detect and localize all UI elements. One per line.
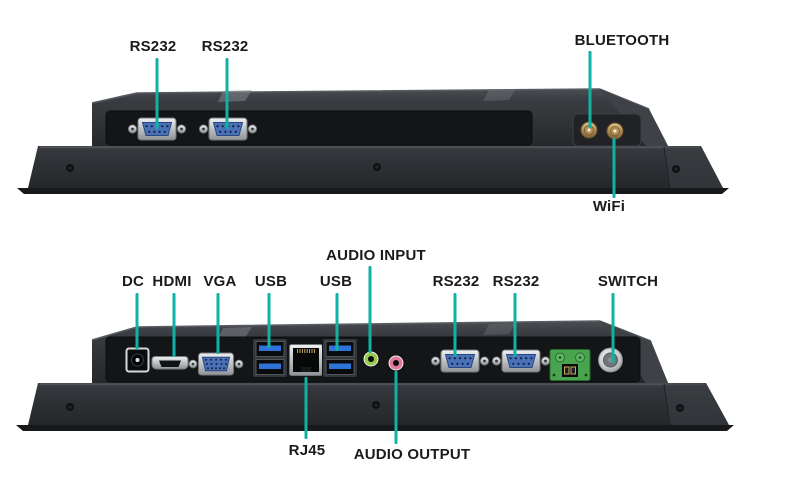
callout-line-switch (611, 293, 615, 363)
callout-line-vga (216, 293, 220, 354)
callout-label-rs232-4: RS232 (492, 273, 540, 290)
callout-line-bluetooth (588, 51, 592, 128)
top-device-edge-highlight (91, 88, 601, 104)
callout-label-usb-1: USB (254, 273, 288, 290)
callout-line-audio-output (394, 371, 398, 444)
top-edge-device (17, 88, 729, 194)
callout-label-dc: DC (121, 273, 145, 290)
callout-line-rs232-4 (513, 293, 517, 357)
screw-hole (371, 400, 381, 410)
callout-line-usb-2 (335, 293, 339, 351)
callout-label-usb-2: USB (319, 273, 353, 290)
callout-line-hdmi (172, 293, 176, 357)
hdmi-port (151, 356, 189, 370)
audio-output-jack (387, 354, 405, 372)
callout-label-audio-output: AUDIO OUTPUT (353, 446, 471, 463)
screw-hole (671, 164, 681, 174)
audio-input-jack (362, 350, 380, 368)
wifi-antenna-connector (606, 122, 624, 140)
bottom-edge-device (16, 320, 734, 431)
callout-label-rs232-3: RS232 (432, 273, 480, 290)
callout-label-audio-input: AUDIO INPUT (326, 247, 426, 264)
rj45-port (289, 344, 323, 376)
callout-label-rj45: RJ45 (288, 442, 326, 459)
callout-line-usb-1 (267, 293, 271, 348)
callout-label-bluetooth: BLUETOOTH (574, 32, 670, 49)
callout-label-rs232-1: RS232 (129, 38, 177, 55)
callout-line-dc (135, 293, 139, 350)
switch-button (597, 346, 624, 374)
dc-port (125, 347, 150, 373)
callout-label-wifi: WiFi (592, 198, 626, 215)
callout-label-vga: VGA (203, 273, 237, 290)
screw-hole (675, 403, 685, 413)
screw-hole (65, 163, 75, 173)
terminal-block (549, 349, 591, 381)
callout-label-rs232-2: RS232 (201, 38, 249, 55)
screw-hole (65, 402, 75, 412)
callout-label-switch: SWITCH (597, 273, 659, 290)
callout-line-rs232-1 (155, 58, 159, 129)
callout-line-wifi (612, 138, 616, 198)
screw-hole (372, 162, 382, 172)
callout-line-rs232-2 (225, 58, 229, 129)
usb-ports-2 (322, 338, 358, 378)
callout-line-rj45 (304, 377, 308, 439)
top-mount-flange (17, 188, 729, 194)
bottom-mount-flange (16, 425, 734, 431)
callout-line-rs232-3 (453, 293, 457, 357)
callout-line-audio-input (368, 266, 372, 353)
callout-label-hdmi: HDMI (152, 273, 192, 290)
